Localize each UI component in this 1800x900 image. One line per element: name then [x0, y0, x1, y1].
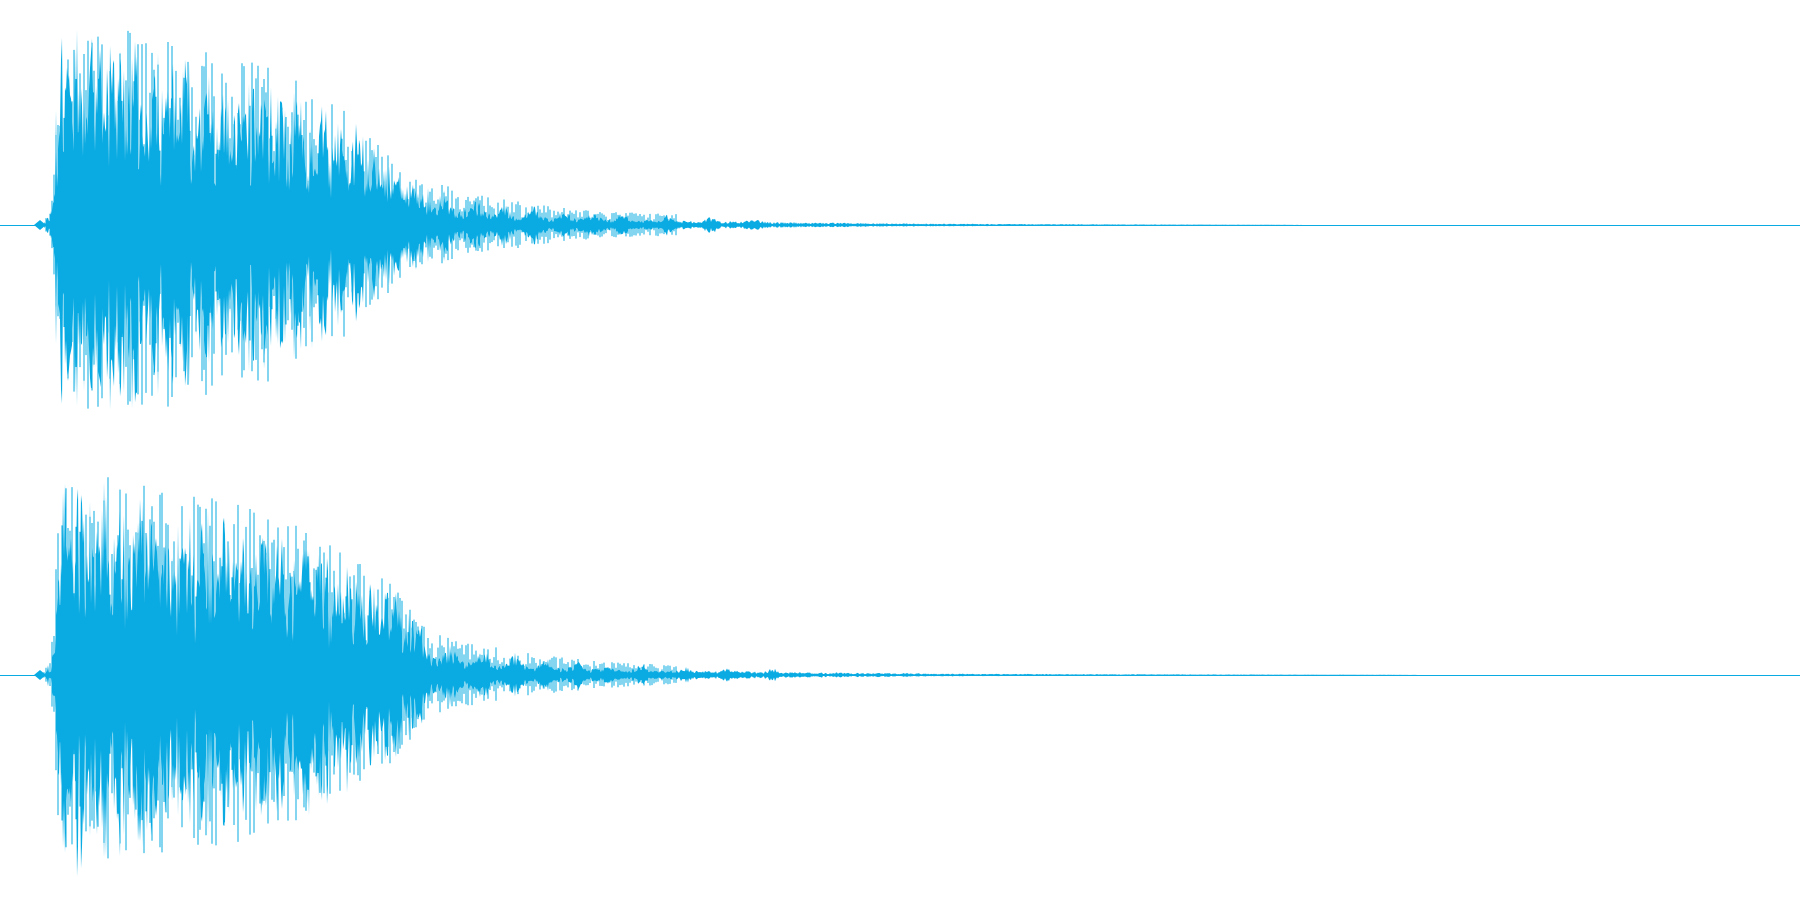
waveform-peaks — [44, 29, 1800, 410]
onset-marker — [34, 220, 46, 230]
channel-left-waveform[interactable] — [0, 29, 1800, 410]
waveform-peaks — [44, 482, 1800, 877]
onset-marker — [34, 670, 46, 680]
channel-right-waveform[interactable] — [0, 477, 1800, 877]
